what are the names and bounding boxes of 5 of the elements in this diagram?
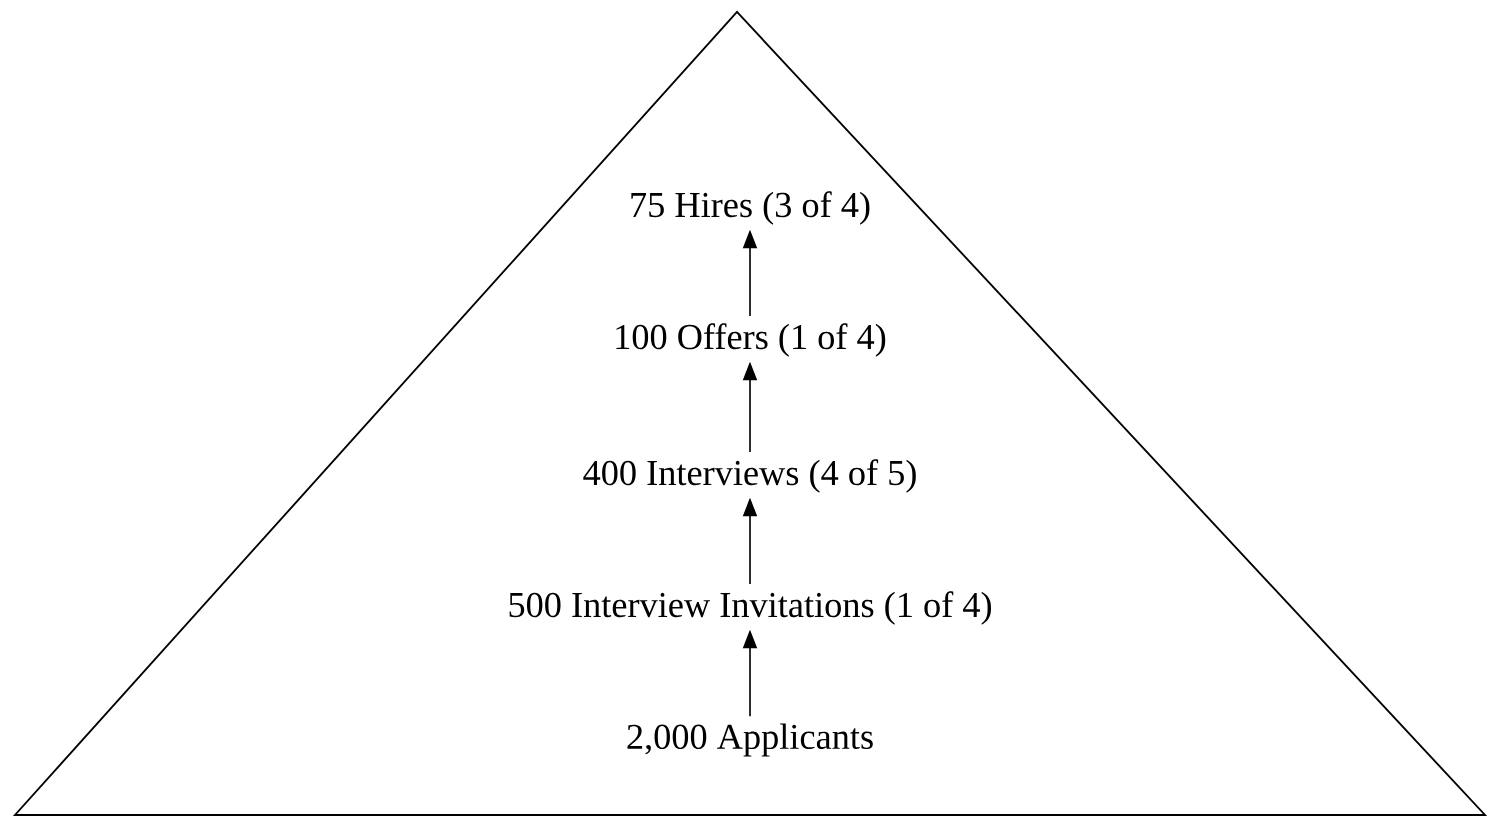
stage-label: 100 Offers (1 of 4)	[616, 323, 886, 357]
stage-label: 2,000 Applicants	[627, 723, 873, 757]
stage-label: 75 Hires (3 of 4)	[631, 191, 870, 225]
stage-label: 400 Interviews (4 of 5)	[583, 459, 916, 493]
stage-label: 500 Interview Invitations (1 of 4)	[509, 591, 991, 625]
